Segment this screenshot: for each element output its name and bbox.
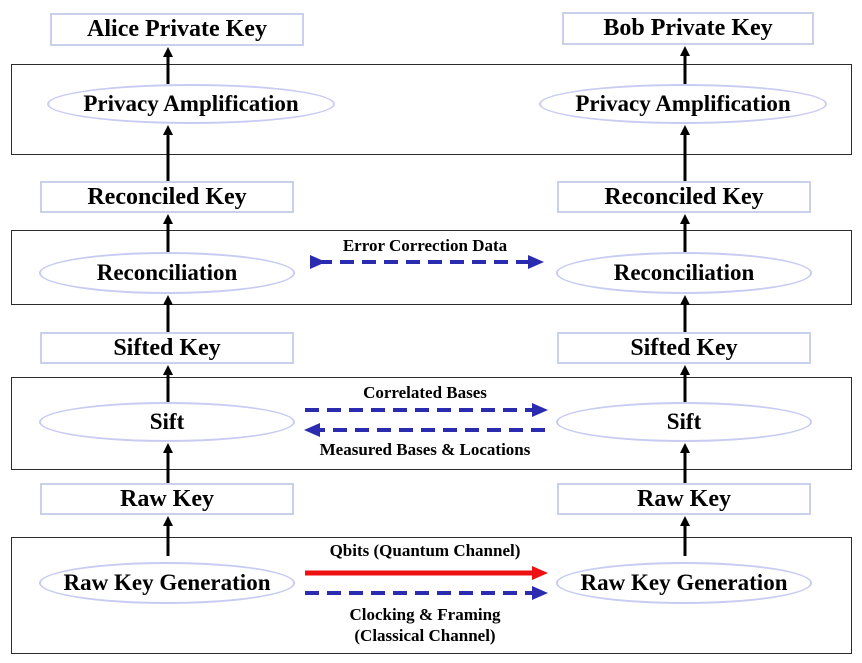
alice-sift-node: Sift [39,402,295,442]
bob-privacy-amplification-node: Privacy Amplification [539,84,827,124]
bob-reconciliation-node: Reconciliation [556,252,812,294]
alice-private-key-box: Alice Private Key [50,13,304,46]
alice-reconciled-key-box: Reconciled Key [40,181,294,213]
bob-sift-node: Sift [556,402,812,442]
bob-raw-key-generation-node: Raw Key Generation [556,562,812,604]
error-correction-label: Error Correction Data [342,236,508,255]
alice-sifted-key-box: Sifted Key [40,332,294,364]
clocking-label-line2: (Classical Channel) [354,626,496,645]
bob-reconciled-key-box: Reconciled Key [557,181,811,213]
alice-raw-key-generation-node: Raw Key Generation [39,562,295,604]
correlated-bases-label: Correlated Bases [363,383,487,402]
alice-reconciliation-node: Reconciliation [39,252,295,294]
alice-raw-key-box: Raw Key [40,483,294,515]
qbits-label: Qbits (Quantum Channel) [329,541,521,560]
clocking-label-line1: Clocking & Framing [349,605,501,624]
bob-private-key-box: Bob Private Key [562,12,814,45]
alice-privacy-amplification-node: Privacy Amplification [47,84,335,124]
measured-bases-label: Measured Bases & Locations [319,440,531,459]
bob-raw-key-box: Raw Key [557,483,811,515]
bob-sifted-key-box: Sifted Key [557,332,811,364]
